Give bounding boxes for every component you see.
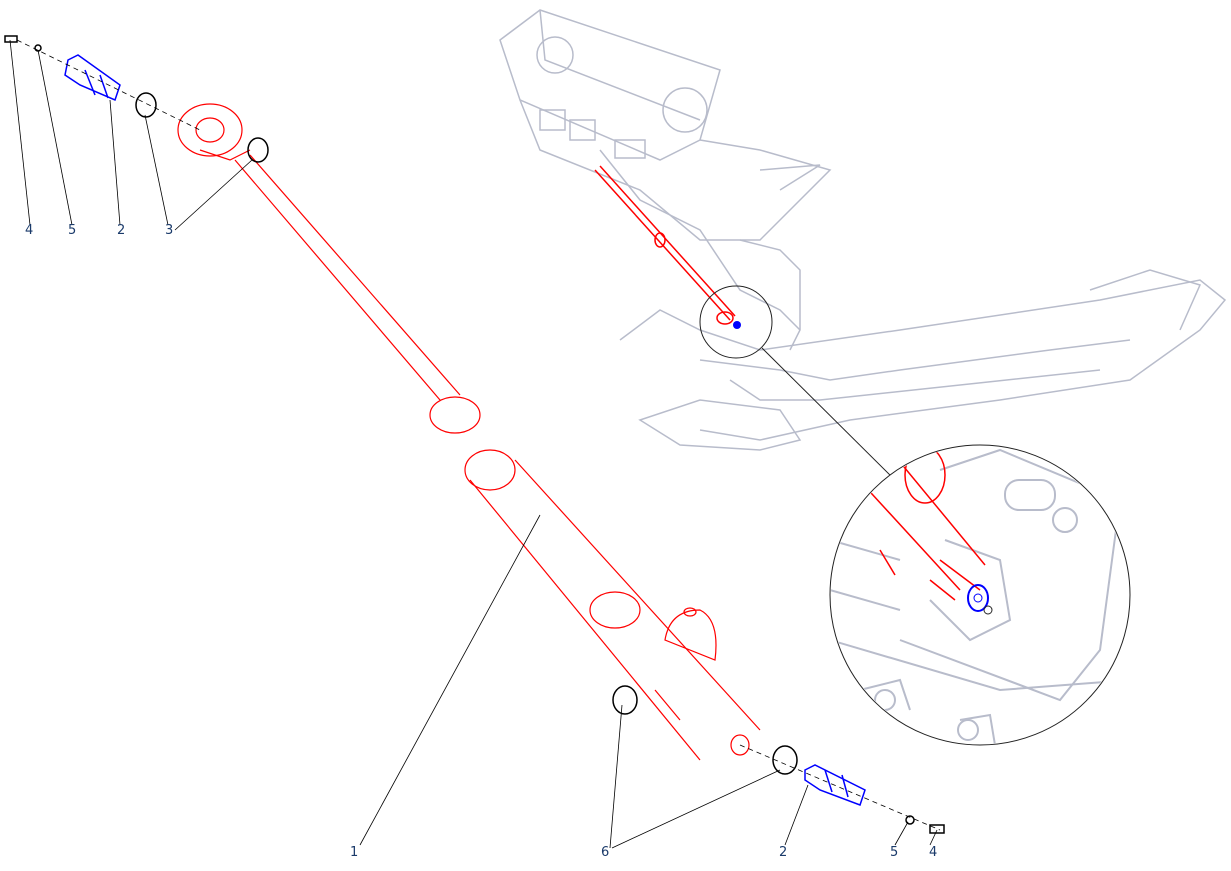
callout-washer-bottom: 5 bbox=[890, 845, 899, 860]
callout-washer-top: 5 bbox=[68, 223, 77, 238]
detail-marker-circle bbox=[699, 285, 773, 359]
assembly-axis bbox=[16, 39, 941, 831]
leader-lines bbox=[9, 39, 938, 849]
callout-pin-top: 2 bbox=[117, 223, 126, 238]
detail-view bbox=[829, 444, 1131, 746]
bottom-pin bbox=[804, 764, 866, 806]
callout-bolt-top: 4 bbox=[25, 223, 34, 238]
callout-bolt-bottom: 4 bbox=[929, 845, 938, 860]
detail-leader bbox=[761, 347, 896, 481]
machine-frame bbox=[499, 9, 1227, 451]
callout-bushing: 3 bbox=[165, 223, 174, 238]
cylinder-in-context bbox=[594, 165, 736, 325]
hardware bbox=[4, 35, 945, 834]
hydraulic-cylinder bbox=[177, 103, 761, 761]
callout-cylinder: 1 bbox=[350, 845, 359, 860]
pin-in-context bbox=[733, 321, 741, 329]
callout-pin-bottom: 2 bbox=[779, 845, 788, 860]
top-pin bbox=[64, 54, 121, 102]
callout-washers-bottom: 6 bbox=[601, 845, 610, 860]
